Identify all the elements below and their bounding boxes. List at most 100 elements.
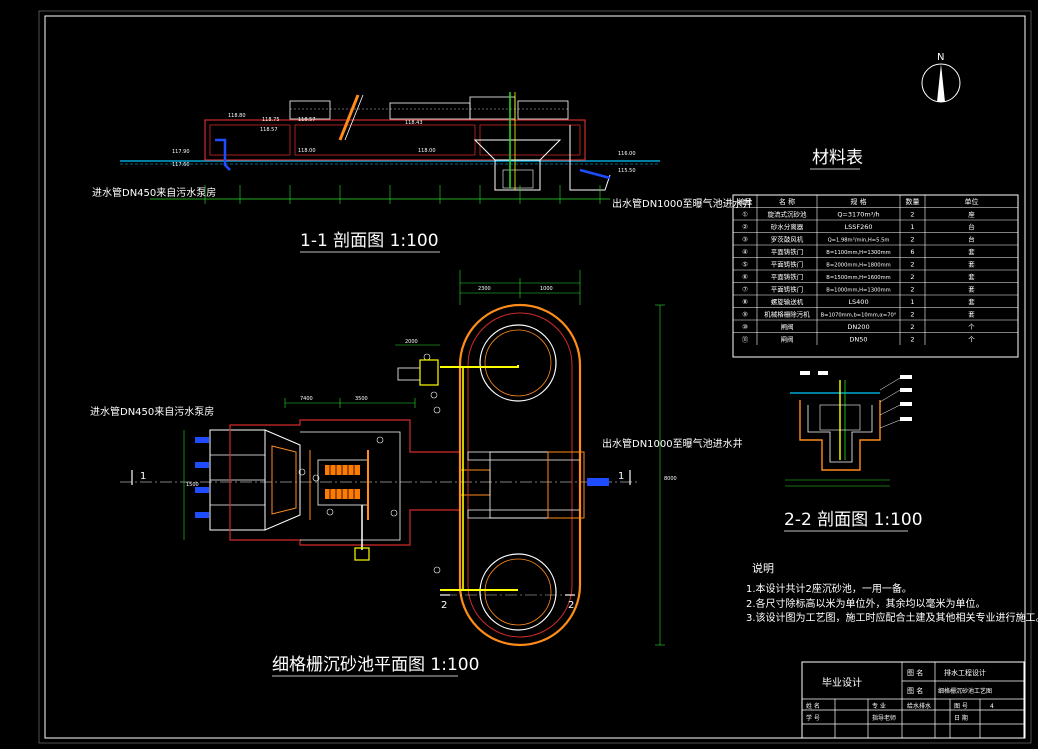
section-outlet-note: 出水管DN1000至曝气池进水井	[612, 197, 753, 210]
table-cell: LS400	[848, 298, 868, 306]
level-label: 117.60	[172, 162, 190, 168]
table-cell: 座	[968, 210, 975, 219]
grit-hopper	[473, 139, 562, 161]
table-cell: 套	[968, 260, 975, 269]
table-cell: 套	[968, 297, 975, 306]
table-cell: ②	[742, 223, 748, 231]
sheet-name: 细格栅沉砂池工艺图	[938, 687, 992, 695]
table-header: 规 格	[850, 197, 866, 206]
dim-label: 8000	[664, 476, 677, 482]
table-cell: 台	[968, 235, 975, 244]
top-platform-left	[289, 100, 331, 120]
table-cell: 台	[968, 222, 975, 231]
table-cell: 平面铸铁门	[771, 247, 804, 256]
dim-label: 2300	[478, 286, 491, 292]
table-cell: Q=1.98m³/min,H=5.5m	[828, 238, 890, 244]
table-cell: 旋流式沉砂池	[768, 210, 808, 219]
cut-2-left-label: 2	[441, 600, 447, 611]
table-cell: ⑤	[742, 261, 748, 269]
level-label: 118.57	[298, 117, 316, 123]
level-label: 118.75	[262, 117, 280, 123]
conveyor-hopper	[354, 547, 370, 561]
section-inlet-note: 进水管DN450来自污水泵房	[92, 186, 216, 199]
plan-dimension-lines	[183, 270, 665, 646]
table-header: 名 称	[779, 197, 795, 206]
table-cell: 1	[910, 298, 914, 306]
table-cell: 2	[910, 211, 914, 219]
level-label: 118.43	[405, 120, 423, 126]
label-sheet-name: 图 名	[907, 686, 923, 695]
table-cell: 2	[910, 336, 914, 344]
table-cell: 2	[910, 261, 914, 269]
north-label: N	[937, 52, 944, 63]
level-label: 118.00	[298, 148, 316, 154]
level-label: 118.00	[418, 148, 436, 154]
table-cell: 2	[910, 323, 914, 331]
section-2-tank	[799, 400, 881, 471]
table-cell: ⑪	[742, 336, 749, 344]
major: 给水排水	[907, 702, 931, 710]
north-arrow: N	[921, 52, 961, 103]
central-channel	[489, 451, 549, 519]
section-2-title: 2-2 剖面图 1:100	[784, 510, 923, 530]
drawing-border	[44, 15, 1026, 739]
table-cell: B=1500mm,H=1600mm	[826, 275, 890, 281]
notes: 说明 1.本设计共计2座沉砂池，一用一备。 2.各尺寸除标高以米为单位外，其余均…	[746, 561, 1038, 624]
table-cell: B=1070mm,b=10mm,α=70°	[821, 313, 897, 319]
plan-title: 细格栅沉砂池平面图 1:100	[272, 655, 479, 675]
drawing-name: 排水工程设计	[944, 668, 986, 677]
table-cell: 2	[910, 311, 914, 319]
table-cell: 闸阀	[781, 335, 794, 344]
notes-heading: 说明	[752, 561, 774, 575]
table-cell: ④	[742, 248, 748, 256]
table-cell: ⑩	[742, 323, 748, 331]
label-name: 姓 名	[806, 702, 820, 710]
table-cell: 2	[910, 286, 914, 294]
grit-chamber-outer	[458, 303, 582, 647]
table-header: 单位	[965, 197, 979, 206]
grit-tank-top	[479, 324, 557, 402]
table-cell: ①	[742, 211, 748, 219]
label-student-no: 学 号	[806, 714, 820, 722]
table-cell: 套	[968, 285, 975, 294]
level-label: 118.57	[260, 127, 278, 133]
outlet-pipe	[579, 168, 611, 180]
table-cell: 平面铸铁门	[771, 285, 804, 294]
table-cell: 机械格栅除污机	[764, 310, 810, 319]
table-cell: 2	[910, 273, 914, 281]
dim-label: 1500	[186, 482, 199, 488]
grit-tank-bottom	[479, 553, 557, 631]
label-advisor: 指导老师	[872, 714, 896, 722]
plan-outlet-note: 出水管DN1000至曝气池进水井	[602, 437, 743, 450]
label-date: 日 期	[954, 714, 968, 722]
dim-label: 3500	[355, 396, 368, 402]
note-item: 3.该设计图为工艺图，施工时应配合土建及其他相关专业进行施工。。	[746, 611, 1038, 624]
table-cell: 个	[968, 336, 975, 344]
table-header: 编号	[738, 197, 752, 206]
section-1-1: 118.80 118.75 118.57 118.57 118.43 118.0…	[92, 92, 753, 253]
table-cell: ⑧	[742, 298, 748, 306]
table-header: 数量	[906, 197, 920, 206]
note-item: 2.各尺寸除标高以米为单位外，其余均以毫米为单位。	[746, 597, 986, 610]
label-major: 专 业	[872, 702, 886, 710]
level-label: 115.50	[618, 168, 636, 174]
inlet-pipe	[215, 138, 231, 171]
blower	[397, 367, 421, 381]
table-cell: 闸阀	[781, 322, 794, 331]
table-cell: DN200	[847, 323, 869, 331]
table-cell: B=1000mm,H=1300mm	[826, 288, 890, 294]
table-cell: ⑦	[742, 286, 748, 294]
dim-label: 1000	[540, 286, 553, 292]
table-cell: 套	[968, 272, 975, 281]
dim-label: 7400	[300, 396, 313, 402]
level-label: 116.00	[618, 151, 636, 157]
label-sheet-no: 图 号	[954, 703, 968, 710]
table-cell: LSSF260	[844, 223, 872, 231]
plan-view: 1 1	[90, 270, 743, 677]
cut-1-right-label: 1	[618, 471, 624, 482]
table-cell: ③	[742, 236, 748, 244]
note-item: 1.本设计共计2座沉砂池，一用一备。	[746, 582, 912, 595]
sludge-pipe-top	[440, 365, 519, 368]
